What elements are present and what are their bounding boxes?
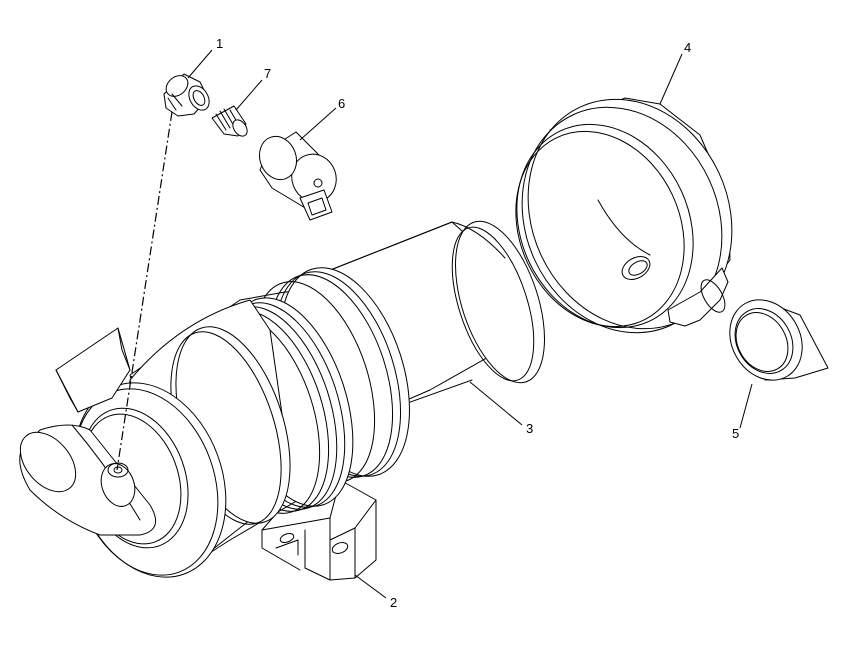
part-5-dust-valve — [729, 299, 829, 381]
assembly-centerline — [116, 111, 173, 471]
callouts: 1 2 3 4 5 6 7 — [216, 36, 739, 610]
part-4-cover — [515, 97, 733, 334]
leader-line-7 — [235, 79, 263, 111]
leader-lines — [187, 49, 753, 599]
leader-line-5 — [739, 383, 753, 429]
callout-7: 7 — [264, 66, 271, 81]
leader-line-6 — [299, 107, 337, 141]
part-7-adapter — [211, 105, 248, 137]
callout-3: 3 — [526, 421, 533, 436]
part-6-service-indicator — [258, 131, 337, 221]
callout-1: 1 — [216, 36, 223, 51]
callout-2: 2 — [390, 595, 397, 610]
callout-4: 4 — [684, 40, 691, 55]
callout-5: 5 — [732, 426, 739, 441]
part-2-housing — [19, 267, 410, 581]
leader-line-1 — [187, 49, 213, 79]
leader-line-3 — [469, 381, 523, 426]
leader-line-2 — [354, 574, 387, 599]
callout-6: 6 — [338, 96, 345, 111]
part-1-elbow-fitting — [163, 73, 210, 117]
leader-line-4 — [659, 53, 683, 105]
